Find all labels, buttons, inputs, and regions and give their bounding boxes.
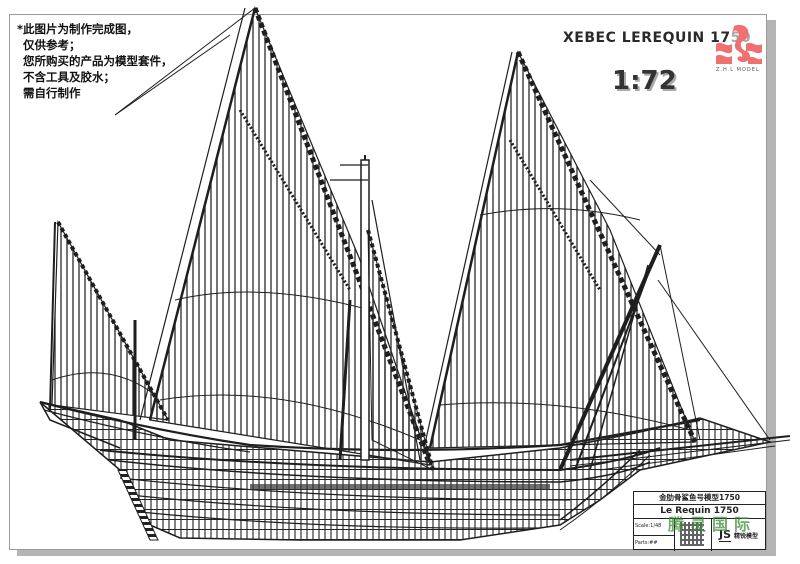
note-line: *此图片为制作完成图， bbox=[17, 22, 139, 36]
note-line: 您所购买的产品为模型套件， bbox=[23, 54, 173, 68]
seahorse-logo-icon bbox=[716, 24, 762, 64]
disclaimer-note: *此图片为制作完成图， 仅供参考； 您所购买的产品为模型套件， 不含工具及胶水；… bbox=[17, 21, 173, 101]
note-line: 需自行制作 bbox=[23, 86, 81, 100]
fore-sail bbox=[423, 50, 698, 449]
cartouche-title-en: Le Requin 1750 bbox=[634, 505, 765, 519]
brand-text: 精锐模型 bbox=[734, 532, 759, 540]
brand-mark: JS bbox=[718, 528, 731, 542]
logo-caption: Z.H.L MODEL bbox=[716, 67, 760, 73]
cartouche-scale-field: Scale:1/48 bbox=[634, 519, 674, 536]
mizzen-sail bbox=[49, 219, 170, 440]
note-line: 不含工具及胶水； bbox=[23, 70, 115, 84]
qr-code-icon bbox=[680, 522, 704, 546]
scale-label: 1:72 bbox=[612, 66, 677, 96]
cartouche-parts-field: Parts:## bbox=[635, 539, 658, 546]
title-cartouche: 金肋骨鲨鱼号模型1750 Le Requin 1750 Scale:1/48 P… bbox=[633, 491, 766, 551]
note-line: 仅供参考； bbox=[23, 38, 81, 52]
bowsprit bbox=[569, 435, 791, 471]
fore-mast bbox=[558, 244, 771, 471]
main-mast bbox=[330, 155, 435, 471]
cartouche-title-cn: 金肋骨鲨鱼号模型1750 bbox=[634, 492, 765, 505]
main-sail bbox=[114, 6, 433, 466]
qr-code bbox=[675, 519, 712, 551]
watermark: 腾灵国际 bbox=[668, 515, 757, 534]
ship-title-main: XEBEC LEREQUIN 17 bbox=[563, 30, 731, 46]
hull bbox=[39, 400, 773, 541]
